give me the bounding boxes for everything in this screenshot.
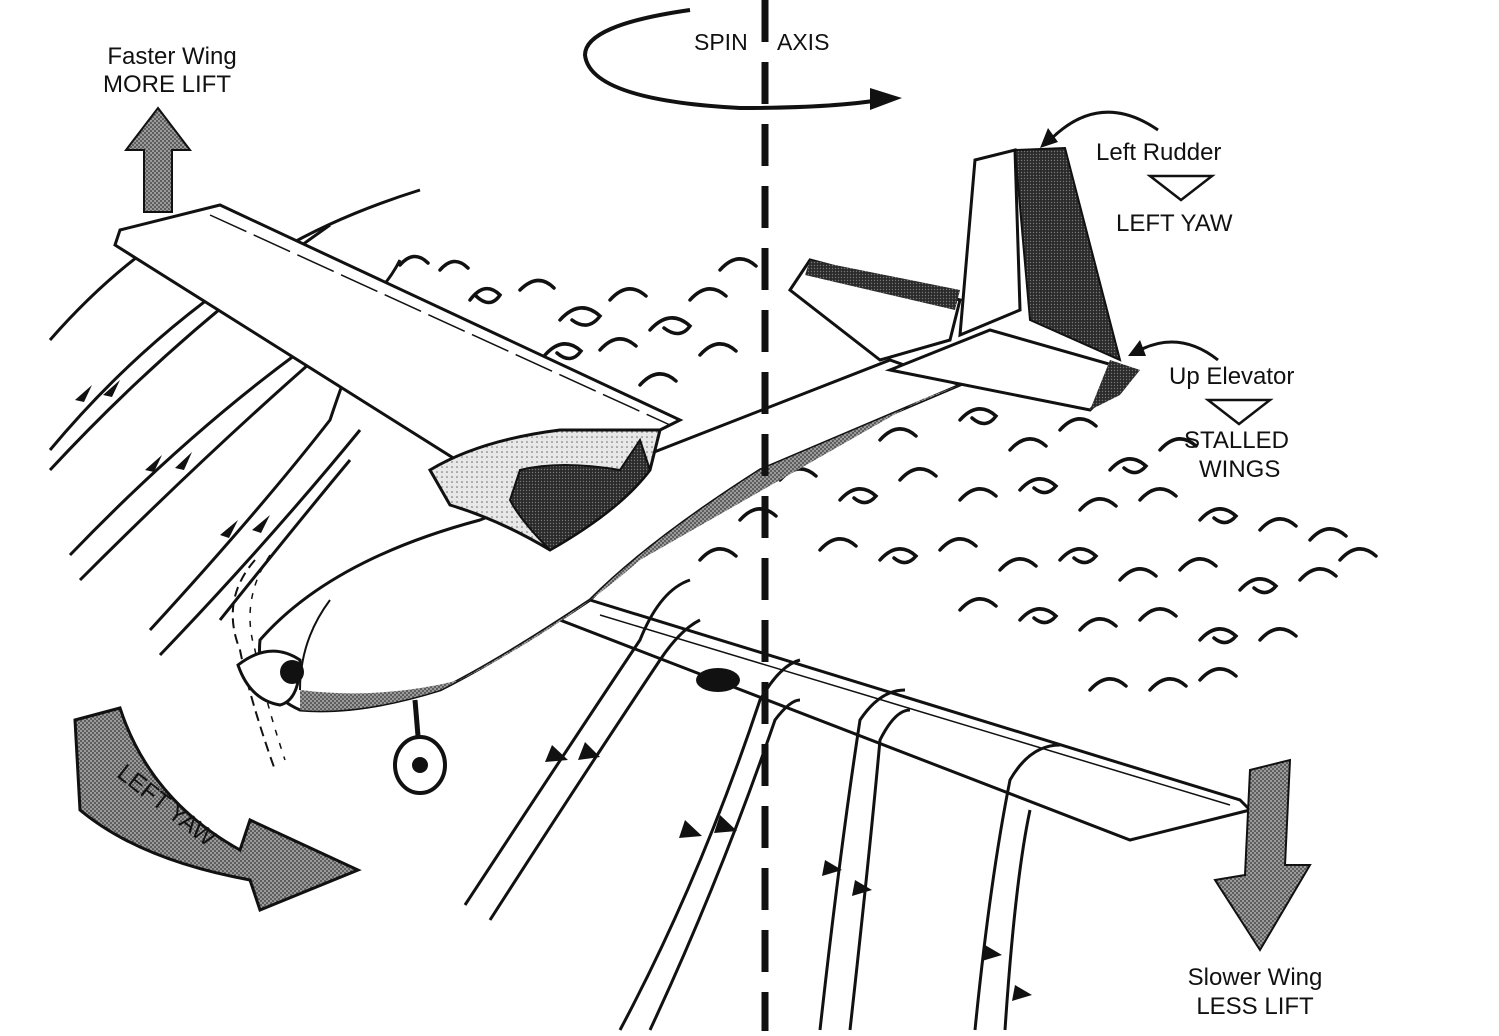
left-rudder-label: Left Rudder: [1096, 139, 1222, 166]
less-lift-arrow: [1213, 758, 1312, 952]
implies-triangle-elevator: [1204, 398, 1274, 426]
right-wing: [556, 598, 1253, 842]
elevator-pointer: [1139, 340, 1219, 362]
turbulent-airflow: [398, 254, 1378, 692]
spin-label: SPIN: [694, 29, 748, 55]
stalled-label: STALLED: [1184, 427, 1289, 454]
less-lift-label: LESS LIFT: [1196, 993, 1314, 1020]
spin-arrowhead: [870, 88, 902, 110]
implies-triangle-rudder: [1146, 174, 1216, 202]
airflow-lines-left: [48, 188, 421, 657]
airflow-arrowheads-left: [75, 380, 270, 538]
airflow-lines-right: [463, 578, 1061, 1031]
landing-gear: [393, 668, 740, 795]
vertical-tail: [958, 146, 1122, 362]
up-elevator-label: Up Elevator: [1169, 363, 1295, 390]
slower-wing-label: Slower Wing: [1187, 964, 1323, 991]
airflow-arrowheads-right: [545, 742, 1032, 1001]
rudder-pointer: [1048, 110, 1159, 142]
faster-wing-label: Faster Wing: [107, 43, 237, 70]
propeller: [231, 554, 304, 771]
left-yaw-tail-label: LEFT YAW: [1116, 210, 1233, 237]
axis-label: AXIS: [777, 29, 830, 55]
horizontal-stabilizer: [787, 258, 1140, 412]
spin-arrow: [582, 8, 881, 111]
left-yaw-arrow: [73, 706, 362, 912]
wings-label: WINGS: [1199, 456, 1281, 483]
canopy: [427, 428, 662, 552]
more-lift-label: MORE LIFT: [102, 71, 231, 98]
more-lift-arrow: [123, 106, 193, 213]
